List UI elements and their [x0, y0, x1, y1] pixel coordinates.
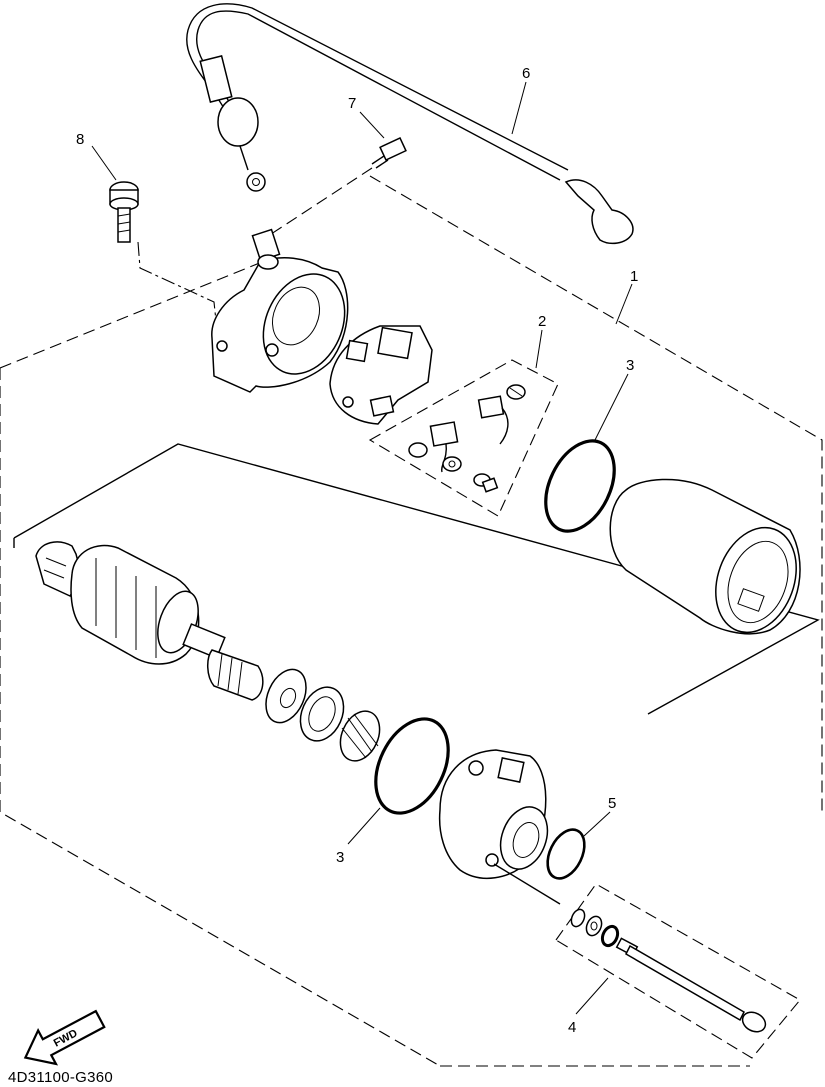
callout-5: 5 — [608, 795, 616, 812]
callout-4: 4 — [568, 1019, 576, 1036]
callout-2: 2 — [538, 313, 546, 330]
brush-set-group-box — [368, 359, 559, 517]
lead-wire — [186, 3, 634, 245]
drawing-code: 4D31100-G360 — [8, 1069, 113, 1086]
front-cover — [438, 749, 561, 905]
bolt-8 — [109, 181, 219, 341]
armature — [35, 541, 264, 701]
callout-3-lower: 3 — [336, 849, 344, 866]
o-ring-5 — [546, 828, 586, 880]
o-ring-lower — [374, 717, 450, 815]
fwd-arrow-icon: FWD — [23, 1009, 106, 1066]
yoke — [609, 478, 801, 635]
bolt-7 — [261, 137, 407, 241]
armature-group-box — [13, 443, 820, 715]
callout-7: 7 — [348, 95, 356, 112]
callouts: 1 2 3 3 4 5 6 7 8 — [76, 65, 638, 1036]
through-bolt-parts — [570, 908, 767, 1033]
callout-1: 1 — [630, 268, 638, 285]
callout-6: 6 — [522, 65, 530, 82]
leader-lines — [91, 81, 633, 1015]
assembly-boundary — [0, 175, 823, 1067]
o-ring-upper — [544, 439, 616, 533]
callout-3-upper: 3 — [626, 357, 634, 374]
brush-set-parts — [408, 384, 526, 493]
brush-holder — [329, 325, 433, 425]
callout-8: 8 — [76, 131, 84, 148]
shaft-parts — [265, 668, 381, 762]
rear-housing — [211, 228, 349, 393]
through-bolt-group-box — [555, 883, 801, 1059]
